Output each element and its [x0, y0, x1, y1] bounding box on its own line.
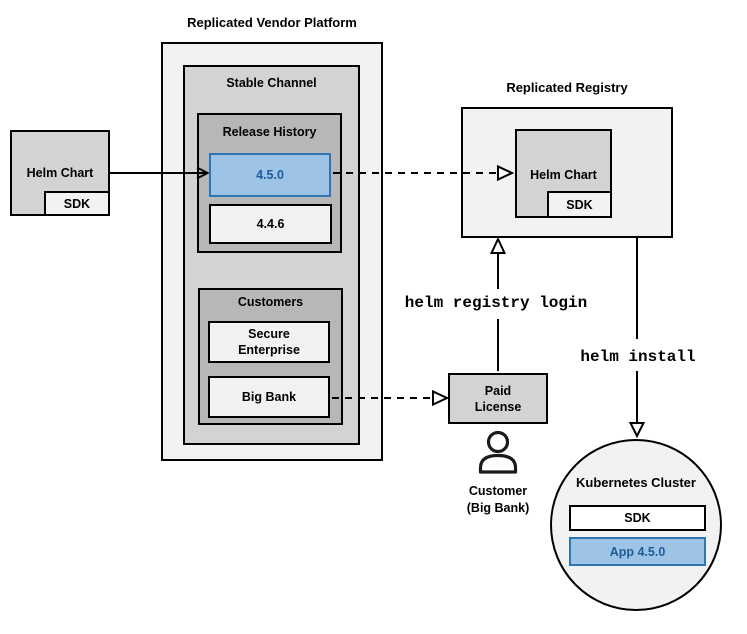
- stable-channel-label: Stable Channel: [226, 76, 317, 90]
- arrowhead-triangle-down-icon: [628, 422, 646, 439]
- registry-helm-chart-label: Helm Chart: [530, 168, 597, 182]
- cluster-sdk-label: SDK: [624, 511, 651, 525]
- customer-item-secure-enterprise: Secure Enterprise: [208, 321, 330, 363]
- big-bank-label: Big Bank: [241, 390, 297, 404]
- customer-person-icon: [478, 430, 518, 474]
- source-helm-chart-label: Helm Chart: [26, 166, 94, 180]
- arrow-helm-install: [628, 238, 646, 439]
- paid-license-line1: Paid: [484, 383, 512, 398]
- customer-caption-line1: Customer: [468, 484, 528, 498]
- customer-item-big-bank: Big Bank: [208, 376, 330, 418]
- registry-sdk-box: SDK: [547, 191, 612, 218]
- secure-enterprise-line2: Enterprise: [238, 343, 300, 357]
- cluster-app-label: App 4.5.0: [609, 544, 666, 559]
- registry-sdk-label: SDK: [566, 197, 593, 212]
- release-item-446: 4.4.6: [209, 204, 332, 244]
- source-sdk-box: SDK: [44, 191, 110, 216]
- release-history-label: Release History: [222, 125, 317, 139]
- paid-license-line2: License: [474, 399, 522, 414]
- command-registry-login: helm registry login: [404, 294, 588, 312]
- arrowhead-triangle-right-icon: [432, 389, 450, 407]
- customers-label: Customers: [237, 295, 304, 309]
- command-helm-install: helm install: [580, 348, 696, 366]
- registry-title: Replicated Registry: [506, 80, 628, 95]
- secure-enterprise-line1: Secure: [248, 327, 290, 341]
- release-item-450: 4.5.0: [209, 153, 331, 197]
- arrowhead-triangle-up-icon: [489, 236, 507, 254]
- vendor-platform-title: Replicated Vendor Platform: [187, 15, 357, 30]
- kubernetes-cluster-label: Kubernetes Cluster: [576, 475, 696, 490]
- release-450-version: 4.5.0: [256, 168, 284, 182]
- paid-license-box: Paid License: [448, 373, 548, 424]
- cluster-sdk-box: SDK: [569, 505, 706, 531]
- release-446-version: 4.4.6: [256, 217, 285, 231]
- source-sdk-label: SDK: [63, 196, 91, 211]
- cluster-app-box: App 4.5.0: [569, 537, 706, 566]
- customer-caption-line2: (Big Bank): [466, 501, 530, 515]
- customer-caption: Customer (Big Bank): [438, 483, 558, 517]
